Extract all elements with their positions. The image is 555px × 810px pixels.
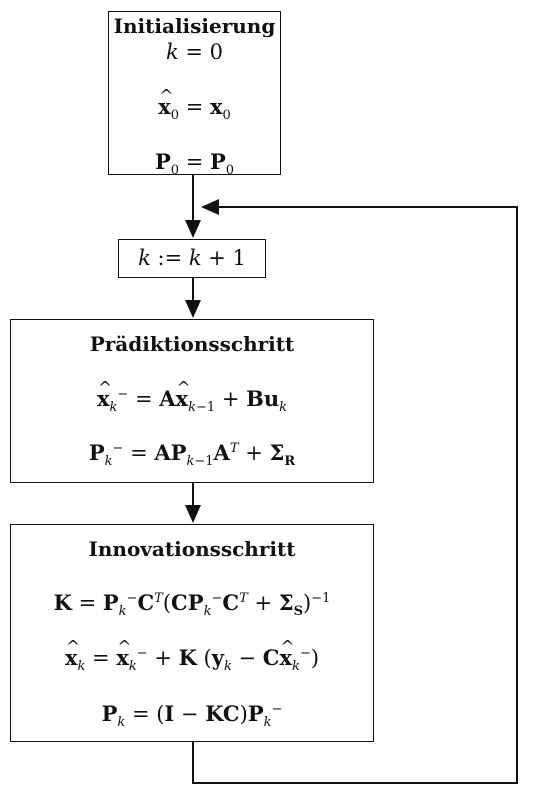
innovate-title: Innovationsschritt: [88, 537, 296, 561]
predict-eq-x: xk− = Axk−1 + Buk: [11, 377, 373, 414]
predict-title: Prädiktionsschritt: [89, 332, 295, 356]
innovate-eq-k: K = Pk−CT(CPk−CT + ΣS)−1: [53, 590, 331, 620]
innovate-eq-x: xk = xk− + K (yk − Cxk−): [11, 636, 373, 673]
predict-box: Prädiktionsschritt xk− = Axk−1 + Buk Pk−…: [10, 319, 374, 483]
increment-box: k := k + 1: [118, 239, 266, 278]
init-title: Initialisierung: [113, 14, 276, 38]
feedback-loop-line: [192, 199, 518, 784]
init-eq-p: P0 = P0: [154, 149, 235, 179]
predict-eq-p: Pk− = APk−1AT + ΣR: [88, 440, 296, 470]
increment-eq: k := k + 1: [138, 246, 246, 270]
init-box: Initialisierung k = 0 x0 = x0 P0 = P0: [108, 11, 281, 179]
innovate-box: Innovationsschritt K = Pk−CT(CPk−CT + ΣS…: [10, 524, 374, 742]
innovate-eq-p: Pk = (I − KC)Pk−: [101, 701, 283, 731]
init-eq-k: k = 0: [165, 40, 224, 64]
init-eq-x: x0 = x0: [109, 85, 280, 122]
